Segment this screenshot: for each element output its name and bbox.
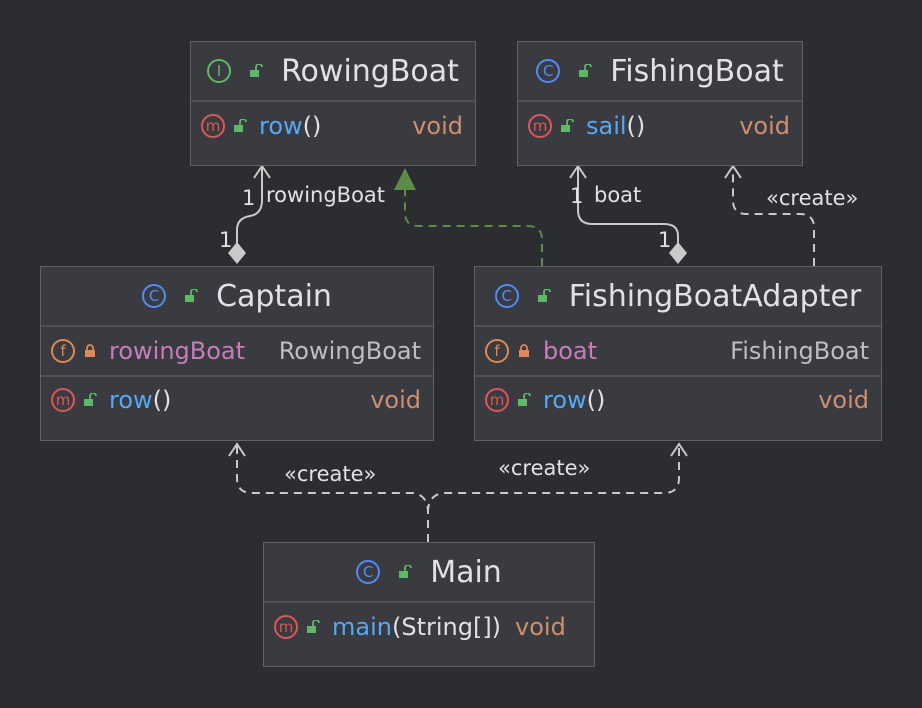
- edge-source-multiplicity: 1: [219, 228, 233, 252]
- method-name: sail: [586, 112, 627, 140]
- class-header: I RowingBoat: [191, 42, 475, 102]
- class-title: FishingBoat: [610, 53, 784, 89]
- method-icon: m: [51, 388, 75, 412]
- field-row[interactable]: f rowingBoat RowingBoat: [41, 327, 433, 375]
- edge-target-multiplicity: 1: [242, 186, 256, 210]
- class-icon: C: [536, 59, 561, 83]
- create-label: «create»: [284, 462, 377, 486]
- create-label: «create»: [498, 456, 591, 480]
- private-lock-icon: [519, 344, 529, 357]
- return-type: void: [818, 386, 869, 414]
- edge-source-multiplicity: 1: [658, 228, 672, 252]
- composition-diamond: [669, 242, 687, 264]
- field-name: rowingBoat: [109, 337, 246, 365]
- class-header: C FishingBoat: [518, 42, 802, 102]
- method-row[interactable]: m sail() void: [518, 102, 802, 150]
- method-params: (): [626, 112, 646, 140]
- class-box-fishingboat[interactable]: C FishingBoat m sail() void: [517, 41, 803, 166]
- adapter-rowingboat-realization[interactable]: [394, 168, 543, 266]
- public-lock-icon: [399, 565, 413, 578]
- edge-role-label: boat: [594, 183, 642, 207]
- class-icon: C: [356, 560, 381, 584]
- adapter-creates-fishingboat[interactable]: [724, 164, 815, 266]
- return-type: void: [412, 112, 463, 140]
- class-box-fishingboatadapter[interactable]: C FishingBoatAdapter f boat FishingBoat …: [474, 266, 882, 441]
- class-title: FishingBoatAdapter: [568, 278, 862, 314]
- method-name: row: [109, 386, 153, 414]
- return-type: void: [370, 386, 421, 414]
- class-title: RowingBoat: [281, 53, 459, 89]
- realization-arrowhead: [394, 168, 416, 190]
- class-title: Captain: [216, 278, 332, 314]
- main-creates-edges[interactable]: [228, 442, 688, 542]
- method-params: (): [302, 112, 322, 140]
- field-name: boat: [543, 337, 598, 365]
- field-icon: f: [51, 339, 75, 363]
- public-lock-icon: [250, 64, 263, 77]
- method-name: row: [543, 386, 587, 414]
- field-type: FishingBoat: [730, 337, 869, 365]
- method-name: main: [332, 613, 392, 641]
- method-params: (): [152, 386, 172, 414]
- public-lock-icon: [307, 620, 320, 633]
- public-lock-icon: [185, 289, 198, 302]
- method-icon: m: [201, 114, 225, 138]
- class-box-main[interactable]: C Main m main(String[]) void: [263, 542, 595, 667]
- adapter-fishingboat-association[interactable]: [569, 164, 687, 264]
- public-lock-icon: [518, 393, 531, 406]
- class-title: Main: [430, 554, 502, 590]
- method-name: row: [259, 112, 303, 140]
- field-row[interactable]: f boat FishingBoat: [475, 327, 881, 375]
- private-lock-icon: [85, 344, 95, 357]
- class-header: C FishingBoatAdapter: [475, 267, 881, 327]
- method-icon: m: [274, 615, 298, 639]
- create-label: «create»: [766, 186, 859, 210]
- class-header: C Captain: [41, 267, 433, 327]
- interface-icon: I: [207, 59, 232, 83]
- public-lock-icon: [234, 119, 247, 132]
- method-icon: m: [528, 114, 552, 138]
- method-params: (String[]): [391, 613, 502, 641]
- method-row[interactable]: m main(String[]) void: [264, 603, 594, 651]
- public-lock-icon: [537, 289, 551, 302]
- public-lock-icon: [579, 64, 593, 77]
- method-row[interactable]: m row() void: [41, 375, 433, 423]
- composition-diamond: [228, 242, 246, 264]
- public-lock-icon: [561, 119, 574, 132]
- class-box-captain[interactable]: C Captain f rowingBoat RowingBoat m row(…: [40, 266, 434, 441]
- class-header: C Main: [264, 543, 594, 603]
- return-type: void: [515, 613, 566, 641]
- class-icon: C: [142, 284, 167, 308]
- class-box-rowingboat[interactable]: I RowingBoat m row() void: [190, 41, 476, 166]
- method-row[interactable]: m row() void: [475, 375, 881, 423]
- edge-target-multiplicity: 1: [570, 184, 584, 208]
- method-icon: m: [485, 388, 509, 412]
- public-lock-icon: [84, 393, 97, 406]
- method-row[interactable]: m row() void: [191, 102, 475, 150]
- captain-rowingboat-association[interactable]: [228, 164, 271, 264]
- edge-role-label: rowingBoat: [266, 183, 386, 207]
- field-icon: f: [485, 339, 509, 363]
- return-type: void: [739, 112, 790, 140]
- field-type: RowingBoat: [278, 337, 421, 365]
- method-params: (): [586, 386, 606, 414]
- class-icon: C: [494, 284, 519, 308]
